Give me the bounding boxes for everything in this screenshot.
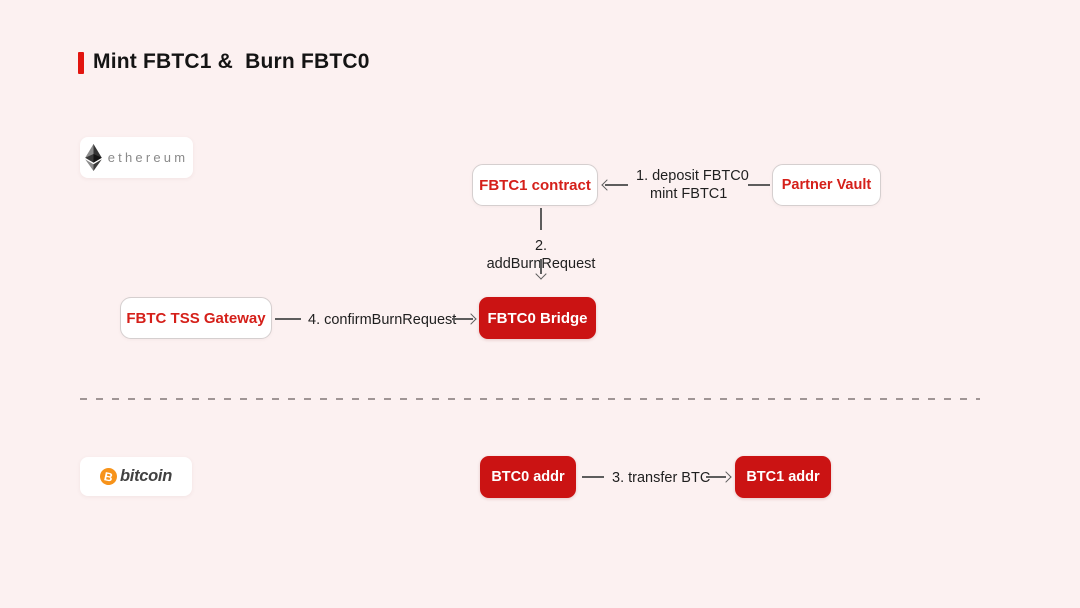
ethereum-badge: ethereum [80,137,193,178]
node-fbtc-tss-gateway: FBTC TSS Gateway [120,297,272,339]
node-btc1-addr: BTC1 addr [735,456,831,498]
bitcoin-badge-label: bitcoin [120,467,172,485]
bitcoin-icon: B [98,466,119,487]
bitcoin-badge: B bitcoin [80,457,192,496]
page-title: Mint FBTC1 & Burn FBTC0 [78,50,370,74]
arrowhead-right-step4 [465,312,477,325]
ethereum-badge-label: ethereum [107,150,189,165]
node-fbtc0-bridge: FBTC0 Bridge [479,297,596,339]
connector-step2-top [540,208,542,230]
connector-step3-right [706,476,726,478]
page-title-text: Mint FBTC1 & Burn FBTC0 [93,50,370,73]
step3-label: 3. transfer BTC [612,470,711,486]
step1-line1: 1. deposit FBTC0 [636,168,749,184]
lane-divider-dashed [80,398,980,400]
connector-step4-right [452,318,473,320]
connector-step2-bottom [540,259,542,274]
connector-step1-left [605,184,628,186]
connector-step1-right [748,184,770,186]
arrowhead-right-step3 [720,470,732,483]
step1-label: 1. deposit FBTC0 mint FBTC1 [636,167,749,203]
step4-label: 4. confirmBurnRequest [308,312,457,328]
step1-line2: mint FBTC1 [650,186,728,202]
node-partner-vault: Partner Vault [772,164,881,206]
connector-step4-left [275,318,301,320]
node-btc0-addr: BTC0 addr [480,456,576,498]
title-accent-bar [78,52,84,74]
ethereum-icon [84,144,102,171]
node-fbtc1-contract: FBTC1 contract [472,164,598,206]
connector-step3-left [582,476,604,478]
